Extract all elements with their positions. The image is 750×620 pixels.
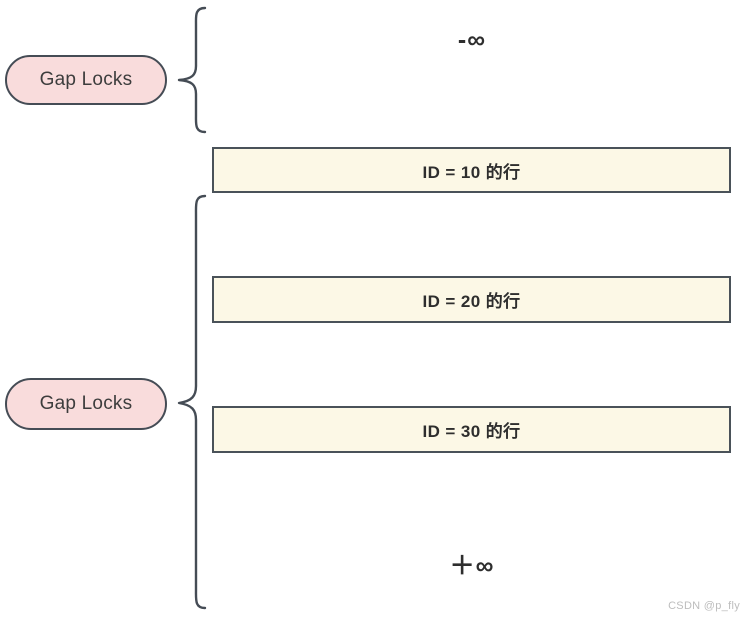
positive-infinity-label: ＋∞ (449, 552, 495, 580)
curly-brace-bottom-icon (177, 194, 207, 610)
gap-locks-pill-top-label: Gap Locks (39, 69, 133, 90)
table-row: ID = 20 的行 (212, 276, 731, 323)
curly-brace-top-icon (177, 6, 207, 134)
table-row-label: ID = 30 的行 (422, 422, 521, 441)
gap-locks-pill-bottom-label: Gap Locks (39, 393, 133, 414)
gap-locks-pill-top: Gap Locks (5, 55, 167, 105)
table-row: ID = 10 的行 (212, 147, 731, 193)
gap-locks-pill-bottom: Gap Locks (5, 378, 167, 430)
table-row-label: ID = 10 的行 (422, 162, 521, 182)
table-row-label: ID = 20 的行 (422, 292, 521, 311)
negative-infinity-label: -∞ (457, 26, 487, 54)
watermark: CSDN @p_fly (668, 600, 740, 612)
table-row: ID = 30 的行 (212, 406, 731, 453)
